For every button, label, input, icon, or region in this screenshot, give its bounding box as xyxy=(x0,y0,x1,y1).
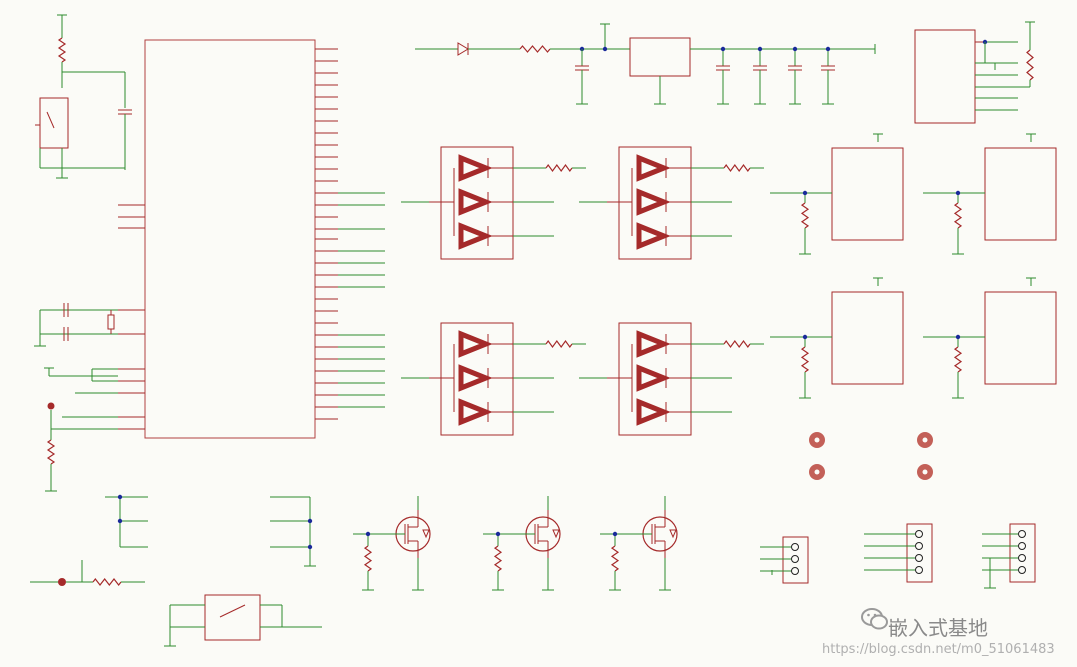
resistor-symbol xyxy=(800,346,810,373)
wechat-icon xyxy=(861,608,888,630)
led-triangle xyxy=(636,222,671,250)
led-triangle xyxy=(458,154,493,182)
component-body xyxy=(782,536,809,584)
junction-dot xyxy=(307,544,313,550)
junction-dot xyxy=(757,46,763,52)
junction-dot xyxy=(802,190,808,196)
junction-dot xyxy=(602,46,608,52)
resistor-symbol xyxy=(545,339,573,349)
watermark-title: 嵌入式基地 xyxy=(888,616,988,640)
component-body xyxy=(39,97,69,149)
junction-dot xyxy=(612,531,618,537)
header-pin xyxy=(1018,566,1026,574)
header-pin xyxy=(1018,530,1026,538)
junction-dot xyxy=(365,531,371,537)
junction-dot xyxy=(117,518,123,524)
component-body xyxy=(618,322,692,436)
header-pin xyxy=(915,542,923,550)
led-triangle xyxy=(458,188,493,216)
diode-d1 xyxy=(457,42,469,56)
led-triangle xyxy=(636,188,671,216)
switch-lever xyxy=(219,604,246,618)
led-triangle xyxy=(636,398,671,426)
component-body xyxy=(618,146,692,260)
component-body xyxy=(144,39,316,439)
junction-dot xyxy=(117,494,123,500)
switch-lever xyxy=(46,111,55,129)
resistor-symbol xyxy=(723,163,751,173)
watermark-url: https://blog.csdn.net/m0_51061483 xyxy=(822,642,1055,657)
junction-dot xyxy=(495,531,501,537)
component-body xyxy=(984,147,1057,241)
mosfet-diode xyxy=(422,529,430,539)
led-triangle xyxy=(636,364,671,392)
led-triangle xyxy=(458,398,493,426)
resistor-symbol xyxy=(953,202,963,229)
header-pin xyxy=(791,555,799,563)
led-triangle xyxy=(458,364,493,392)
led-triangle xyxy=(458,222,493,250)
header-pin xyxy=(915,566,923,574)
resistor-symbol xyxy=(800,202,810,229)
component-body xyxy=(914,29,976,124)
resistor-symbol xyxy=(723,339,751,349)
led-triangle xyxy=(636,330,671,358)
header-pin xyxy=(1018,554,1026,562)
solder-jumper-sj1 xyxy=(47,402,55,410)
junction-dot xyxy=(825,46,831,52)
mount-hole-center xyxy=(814,437,820,443)
junction-dot xyxy=(792,46,798,52)
header-pin xyxy=(1018,542,1026,550)
mosfet-diode xyxy=(669,529,677,539)
component-body xyxy=(906,523,933,583)
component-body xyxy=(440,322,514,436)
resistor-symbol xyxy=(610,545,620,572)
mount-hole-center xyxy=(814,469,820,475)
component-body xyxy=(107,314,115,330)
resistor-symbol xyxy=(46,439,56,465)
led-triangle xyxy=(458,330,493,358)
header-pin xyxy=(791,567,799,575)
mount-hole-center xyxy=(922,437,928,443)
resistor-symbol xyxy=(519,45,551,53)
solder-jumper-sj7 xyxy=(58,578,66,586)
header-pin xyxy=(791,543,799,551)
component-body xyxy=(831,147,904,241)
mosfet-diode xyxy=(552,529,560,539)
header-pin xyxy=(915,554,923,562)
resistor-symbol xyxy=(493,545,503,572)
resistor-symbol xyxy=(57,37,67,63)
junction-dot xyxy=(720,46,726,52)
mount-hole-center xyxy=(922,469,928,475)
led-triangle xyxy=(636,154,671,182)
resistor-symbol xyxy=(545,163,573,173)
component-body xyxy=(984,291,1057,385)
component-body xyxy=(831,291,904,385)
resistor-symbol xyxy=(92,578,122,586)
component-body xyxy=(440,146,514,260)
component-body xyxy=(1009,523,1036,583)
junction-dot xyxy=(955,190,961,196)
junction-dot xyxy=(802,334,808,340)
component-body xyxy=(629,37,691,77)
resistor-symbol xyxy=(1026,49,1034,81)
junction-dot xyxy=(955,334,961,340)
resistor-symbol xyxy=(953,346,963,373)
component-body xyxy=(204,594,261,641)
junction-dot xyxy=(307,518,313,524)
header-pin xyxy=(915,530,923,538)
resistor-symbol xyxy=(363,545,373,572)
